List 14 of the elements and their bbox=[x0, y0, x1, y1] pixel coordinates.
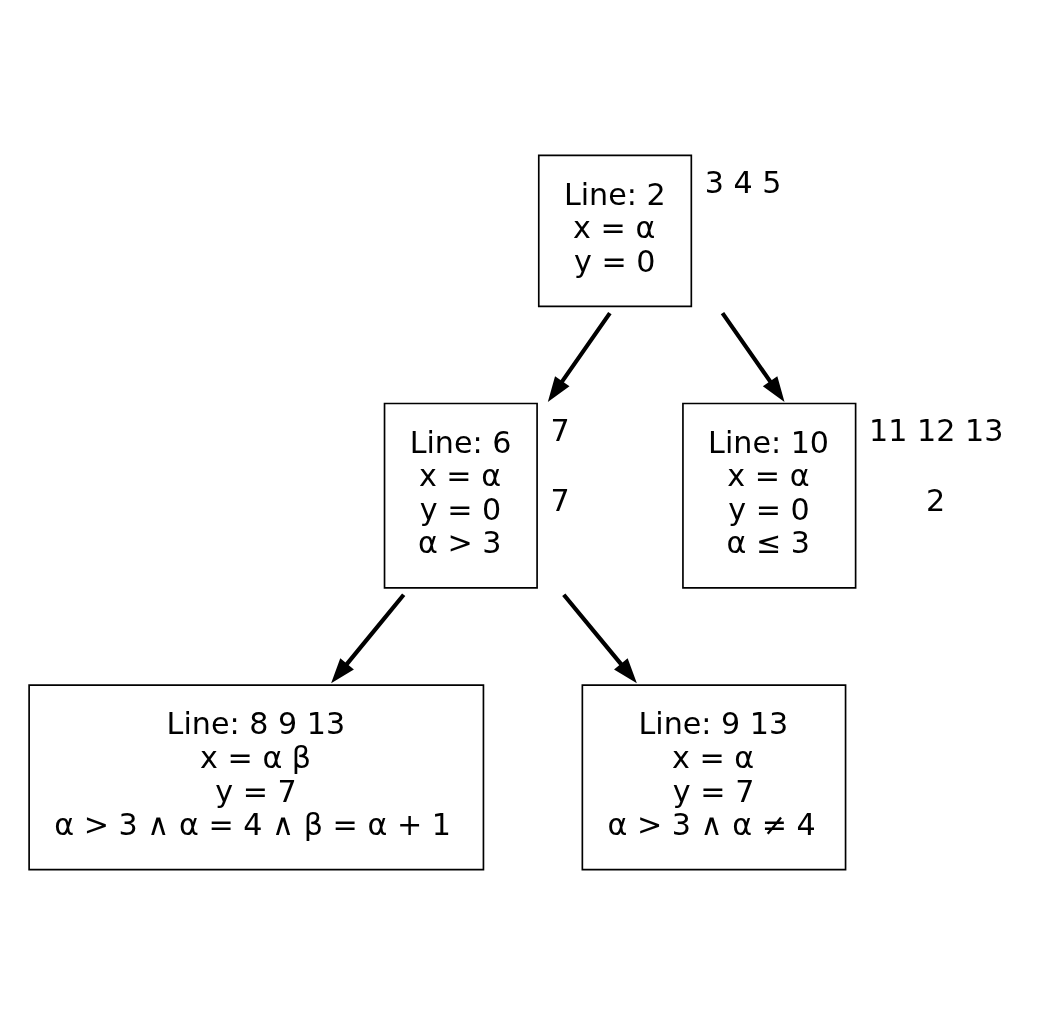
arrow bbox=[720, 311, 785, 402]
node-label: 2 bbox=[926, 482, 946, 518]
arrow bbox=[562, 593, 637, 684]
node-label: 7 bbox=[550, 482, 570, 518]
node-box: Line: 10 x = α y = 0 α ≤ 3 bbox=[682, 402, 857, 589]
node-label: 7 bbox=[550, 413, 570, 449]
node-box: Line: 6 x = α y = 0 α > 3 bbox=[383, 402, 538, 589]
node-box: Line: 9 13 x = α y = 7 α > 3 ∧ α ≠ 4 bbox=[581, 684, 847, 871]
node-label: 11 12 13 bbox=[869, 413, 1004, 449]
arrow bbox=[547, 311, 612, 402]
node-label: 3 4 5 bbox=[704, 164, 782, 200]
node-box: Line: 8 9 13 x = α β y = 7 α > 3 ∧ α = 4 ∧ β = α + 1 bbox=[28, 684, 485, 871]
node-box: Line: 2 x = α y = 0 bbox=[537, 154, 693, 308]
arrow bbox=[331, 593, 406, 684]
